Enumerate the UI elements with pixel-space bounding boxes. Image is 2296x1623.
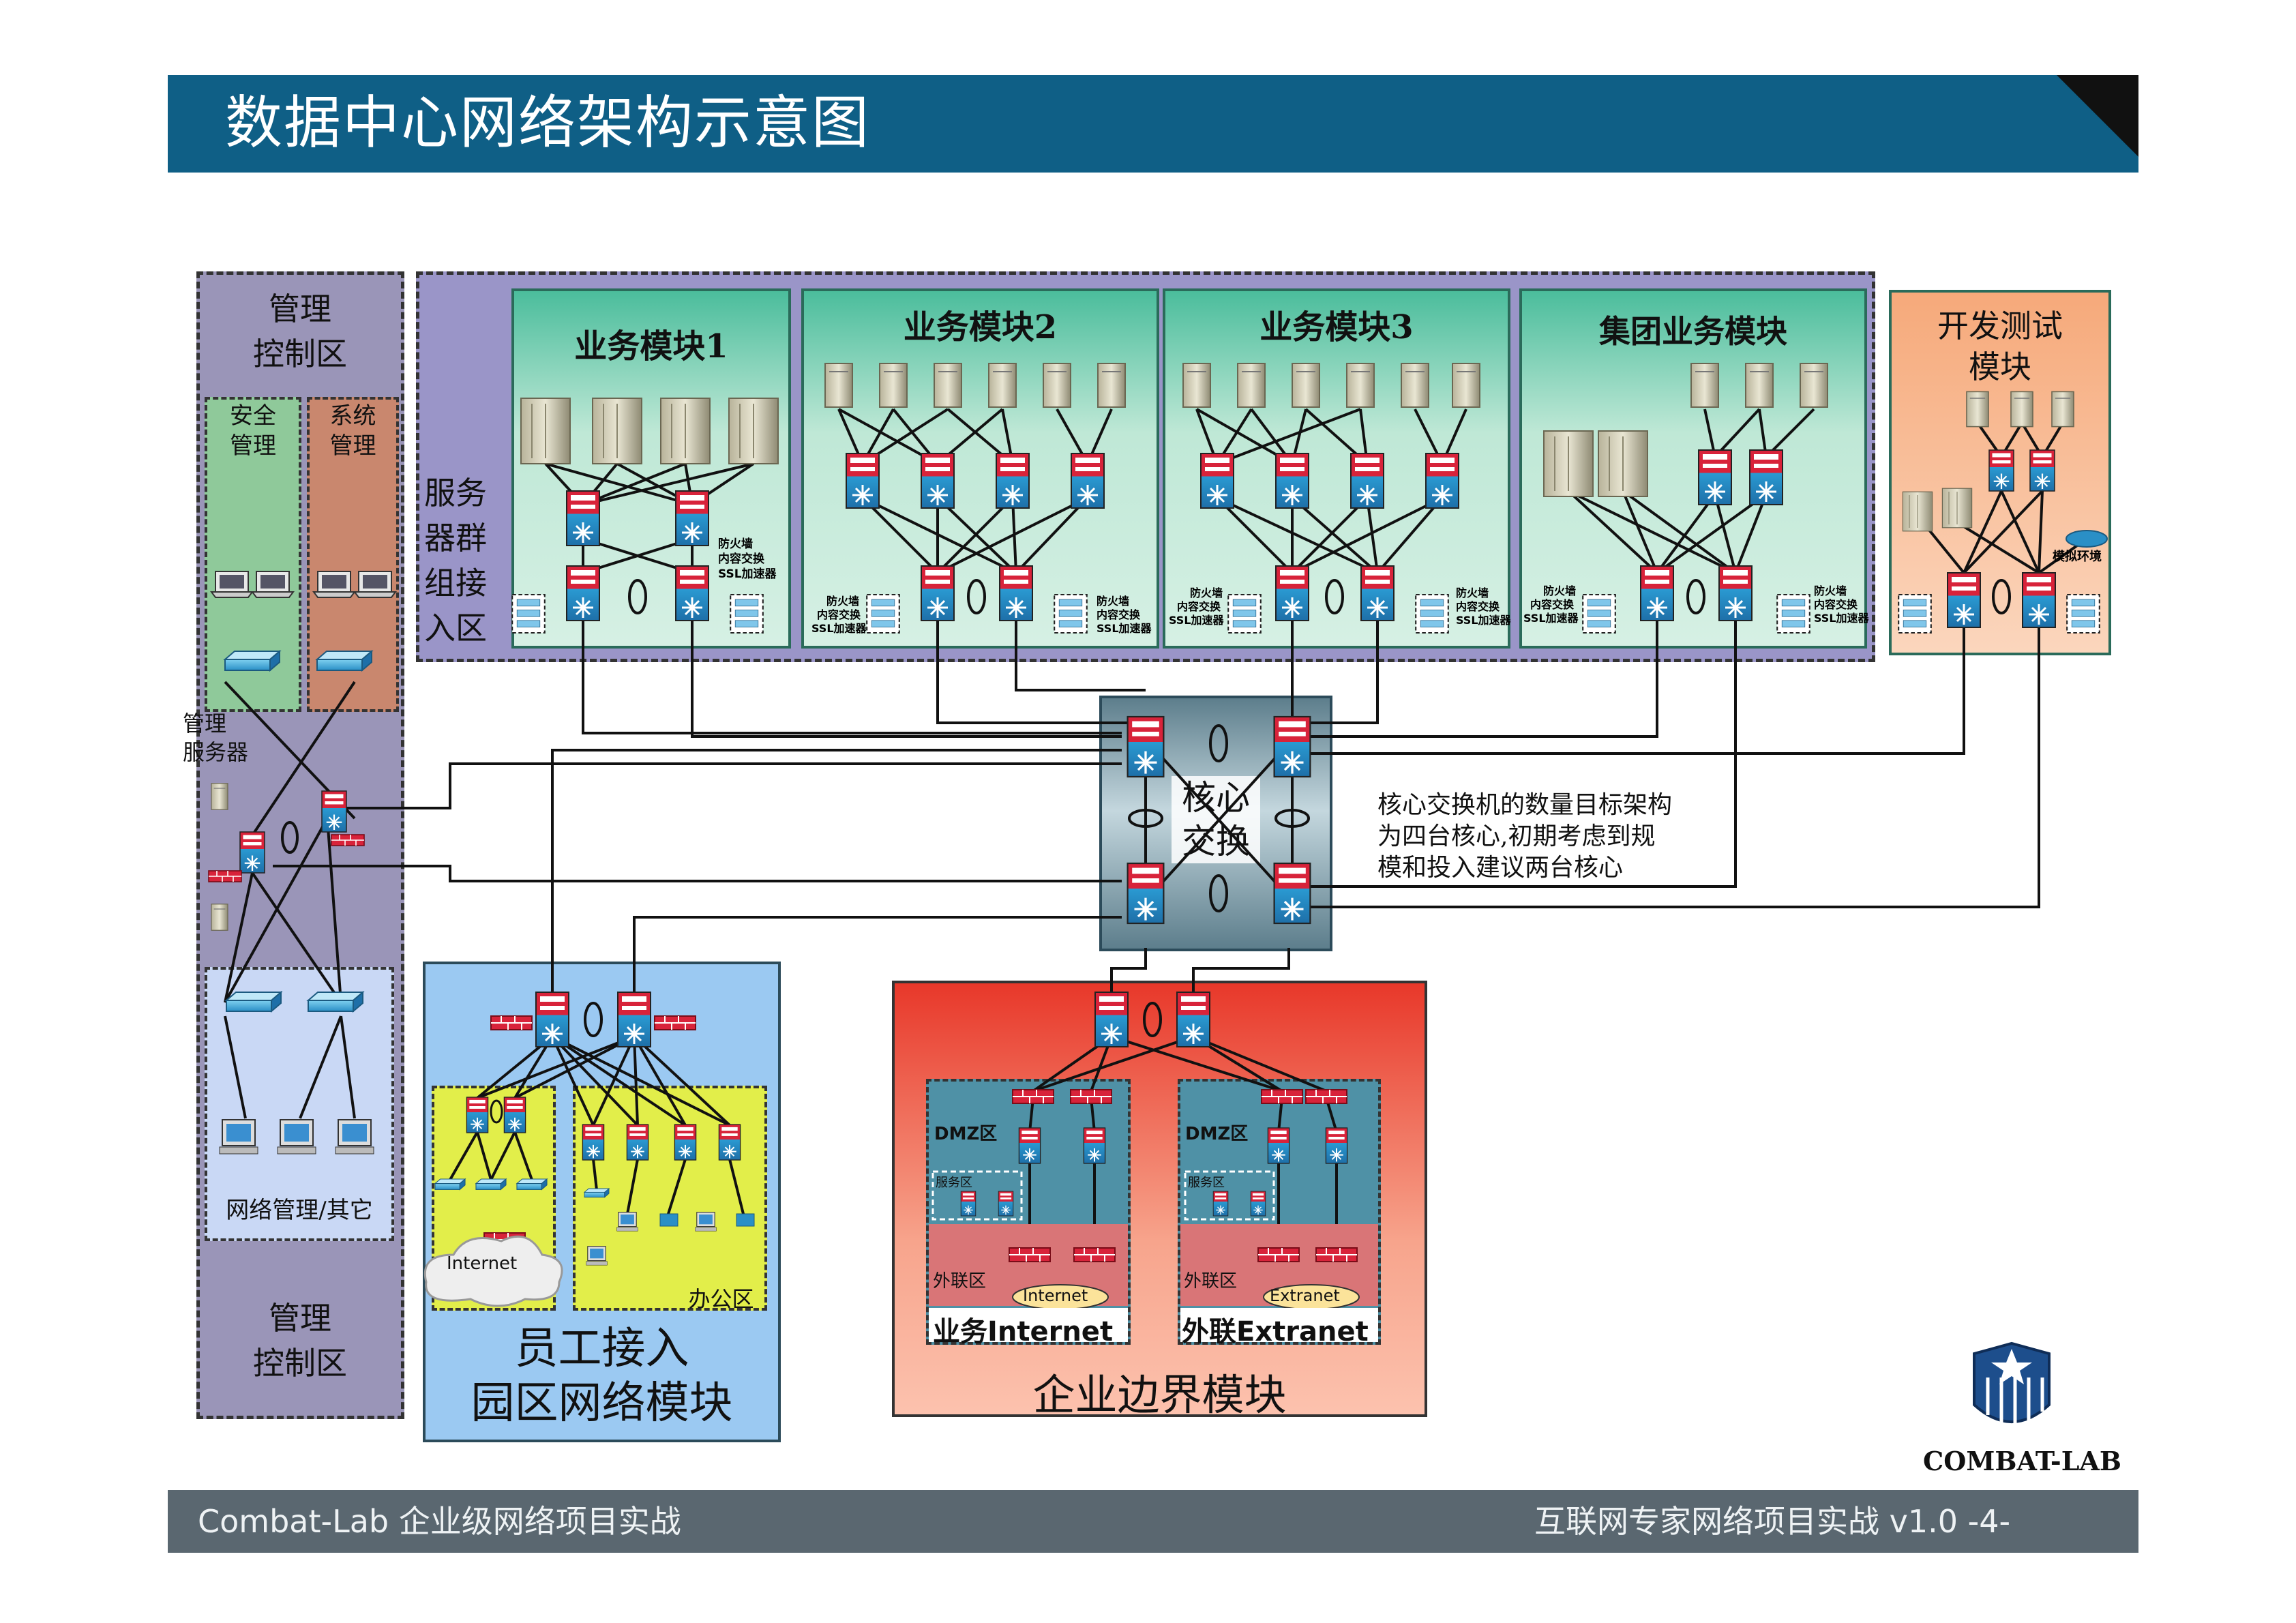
corner-triangle: [2057, 75, 2138, 157]
extranet-zone-right: 外联区: [1184, 1271, 1238, 1292]
fw-label-m2l: 防火墙: [826, 595, 860, 608]
access-zone-label: 服务 器群 组接 入区: [424, 475, 487, 646]
dev-module-title: 开发测试 模块: [1937, 308, 2063, 385]
service-zone-right: 服务区: [1188, 1176, 1225, 1190]
cs-label-g-l: 内容交换: [1530, 598, 1575, 611]
module-1-title: 业务模块1: [574, 327, 728, 366]
ssl-label-m3l: SSL加速器: [1169, 614, 1224, 627]
footer-left-text: Combat-Lab 企业级网络项目实战: [198, 1503, 681, 1540]
edge-left-title: 业务Internet: [933, 1316, 1114, 1347]
service-zone-left: 服务区: [936, 1176, 972, 1190]
management-servers-label: 管理 服务器: [183, 711, 249, 765]
logo-text: COMBAT-LAB: [1923, 1446, 2122, 1476]
campus-cloud-label: Internet: [447, 1253, 518, 1274]
security-management-label: 安全 管理: [230, 402, 276, 460]
edge-right-title: 外联Extranet: [1182, 1316, 1369, 1347]
office-label: 办公区: [688, 1286, 754, 1312]
ip-phone-icon: [736, 1213, 755, 1227]
edge-cloud-left: Internet: [1023, 1286, 1088, 1305]
office-area: [573, 1086, 767, 1311]
ssl-label-m2l: SSL加速器: [811, 622, 867, 635]
network-management-label: 网络管理/其它: [226, 1197, 373, 1224]
cs-label-m2r: 内容交换: [1097, 608, 1141, 621]
core-note: 核心交换机的数量目标架构 为四台核心,初期考虑到规 模和投入建议两台核心: [1377, 791, 1673, 882]
edge-devices: [929, 991, 1378, 1342]
fw-label-m2r: 防火墙: [1097, 595, 1130, 608]
module1-devices: [511, 398, 779, 634]
management-bottom-label: 管理 控制区: [253, 1300, 347, 1382]
ip-phone-icon: [659, 1213, 679, 1227]
fw-label-g-r: 防火墙: [1814, 584, 1847, 597]
cs-label-m1: 内容交换: [718, 552, 764, 566]
extranet-zone-left: 外联区: [933, 1271, 987, 1292]
module-3-title: 业务模块3: [1259, 308, 1414, 346]
group-module-devices: [1543, 363, 1828, 634]
edge-cloud-right: Extranet: [1270, 1286, 1340, 1305]
cs-label-m3l: 内容交换: [1177, 600, 1221, 613]
dmz-label-left: DMZ区: [934, 1124, 998, 1144]
fw-label-m3l: 防火墙: [1190, 586, 1223, 599]
cs-label-m3r: 内容交换: [1456, 600, 1500, 613]
campus-label: 员工接入 园区网络模块: [471, 1324, 733, 1429]
module3-devices: [1182, 363, 1480, 634]
fw-label-g-l: 防火墙: [1543, 584, 1577, 597]
core-switches: [1126, 715, 1312, 925]
ssl-label-g-r: SSL加速器: [1814, 612, 1869, 625]
group-module-title: 集团业务模块: [1599, 313, 1787, 350]
campus-devices: [424, 991, 755, 1307]
module-2-title: 业务模块2: [903, 308, 1058, 346]
network-management-area: [205, 967, 394, 1241]
dmz-label-right: DMZ区: [1185, 1124, 1249, 1144]
mgmt-devices: [208, 571, 396, 1155]
page-title: 数据中心网络架构示意图: [225, 89, 871, 156]
system-management-label: 系统 管理: [329, 402, 376, 460]
cs-label-g-r: 内容交换: [1814, 598, 1858, 611]
footer-bar: [168, 1490, 2138, 1553]
ssl-label-m3r: SSL加速器: [1456, 614, 1511, 627]
ssl-label-g-l: SSL加速器: [1523, 612, 1579, 625]
fw-label-m1: 防火墙: [718, 537, 753, 551]
ssl-label-m1: SSL加速器: [718, 567, 777, 581]
footer-right-text: 互联网专家网络项目实战 v1.0 -4-: [1534, 1503, 2011, 1540]
edge-label: 企业边界模块: [1032, 1370, 1287, 1420]
cloud-icon: [424, 1235, 563, 1307]
router-icon: [2066, 530, 2108, 548]
title-bar: [168, 75, 2138, 173]
fw-label-m3r: 防火墙: [1456, 586, 1489, 599]
shield-logo-icon: [1973, 1341, 2051, 1427]
cs-label-m2l: 内容交换: [817, 608, 861, 621]
management-top-label: 管理 控制区: [253, 291, 347, 372]
ssl-label-m2r: SSL加速器: [1097, 622, 1152, 635]
module2-devices: [824, 363, 1126, 634]
dev-module-devices: [1898, 391, 2108, 634]
sim-env-label: 模拟环境: [2053, 550, 2102, 564]
